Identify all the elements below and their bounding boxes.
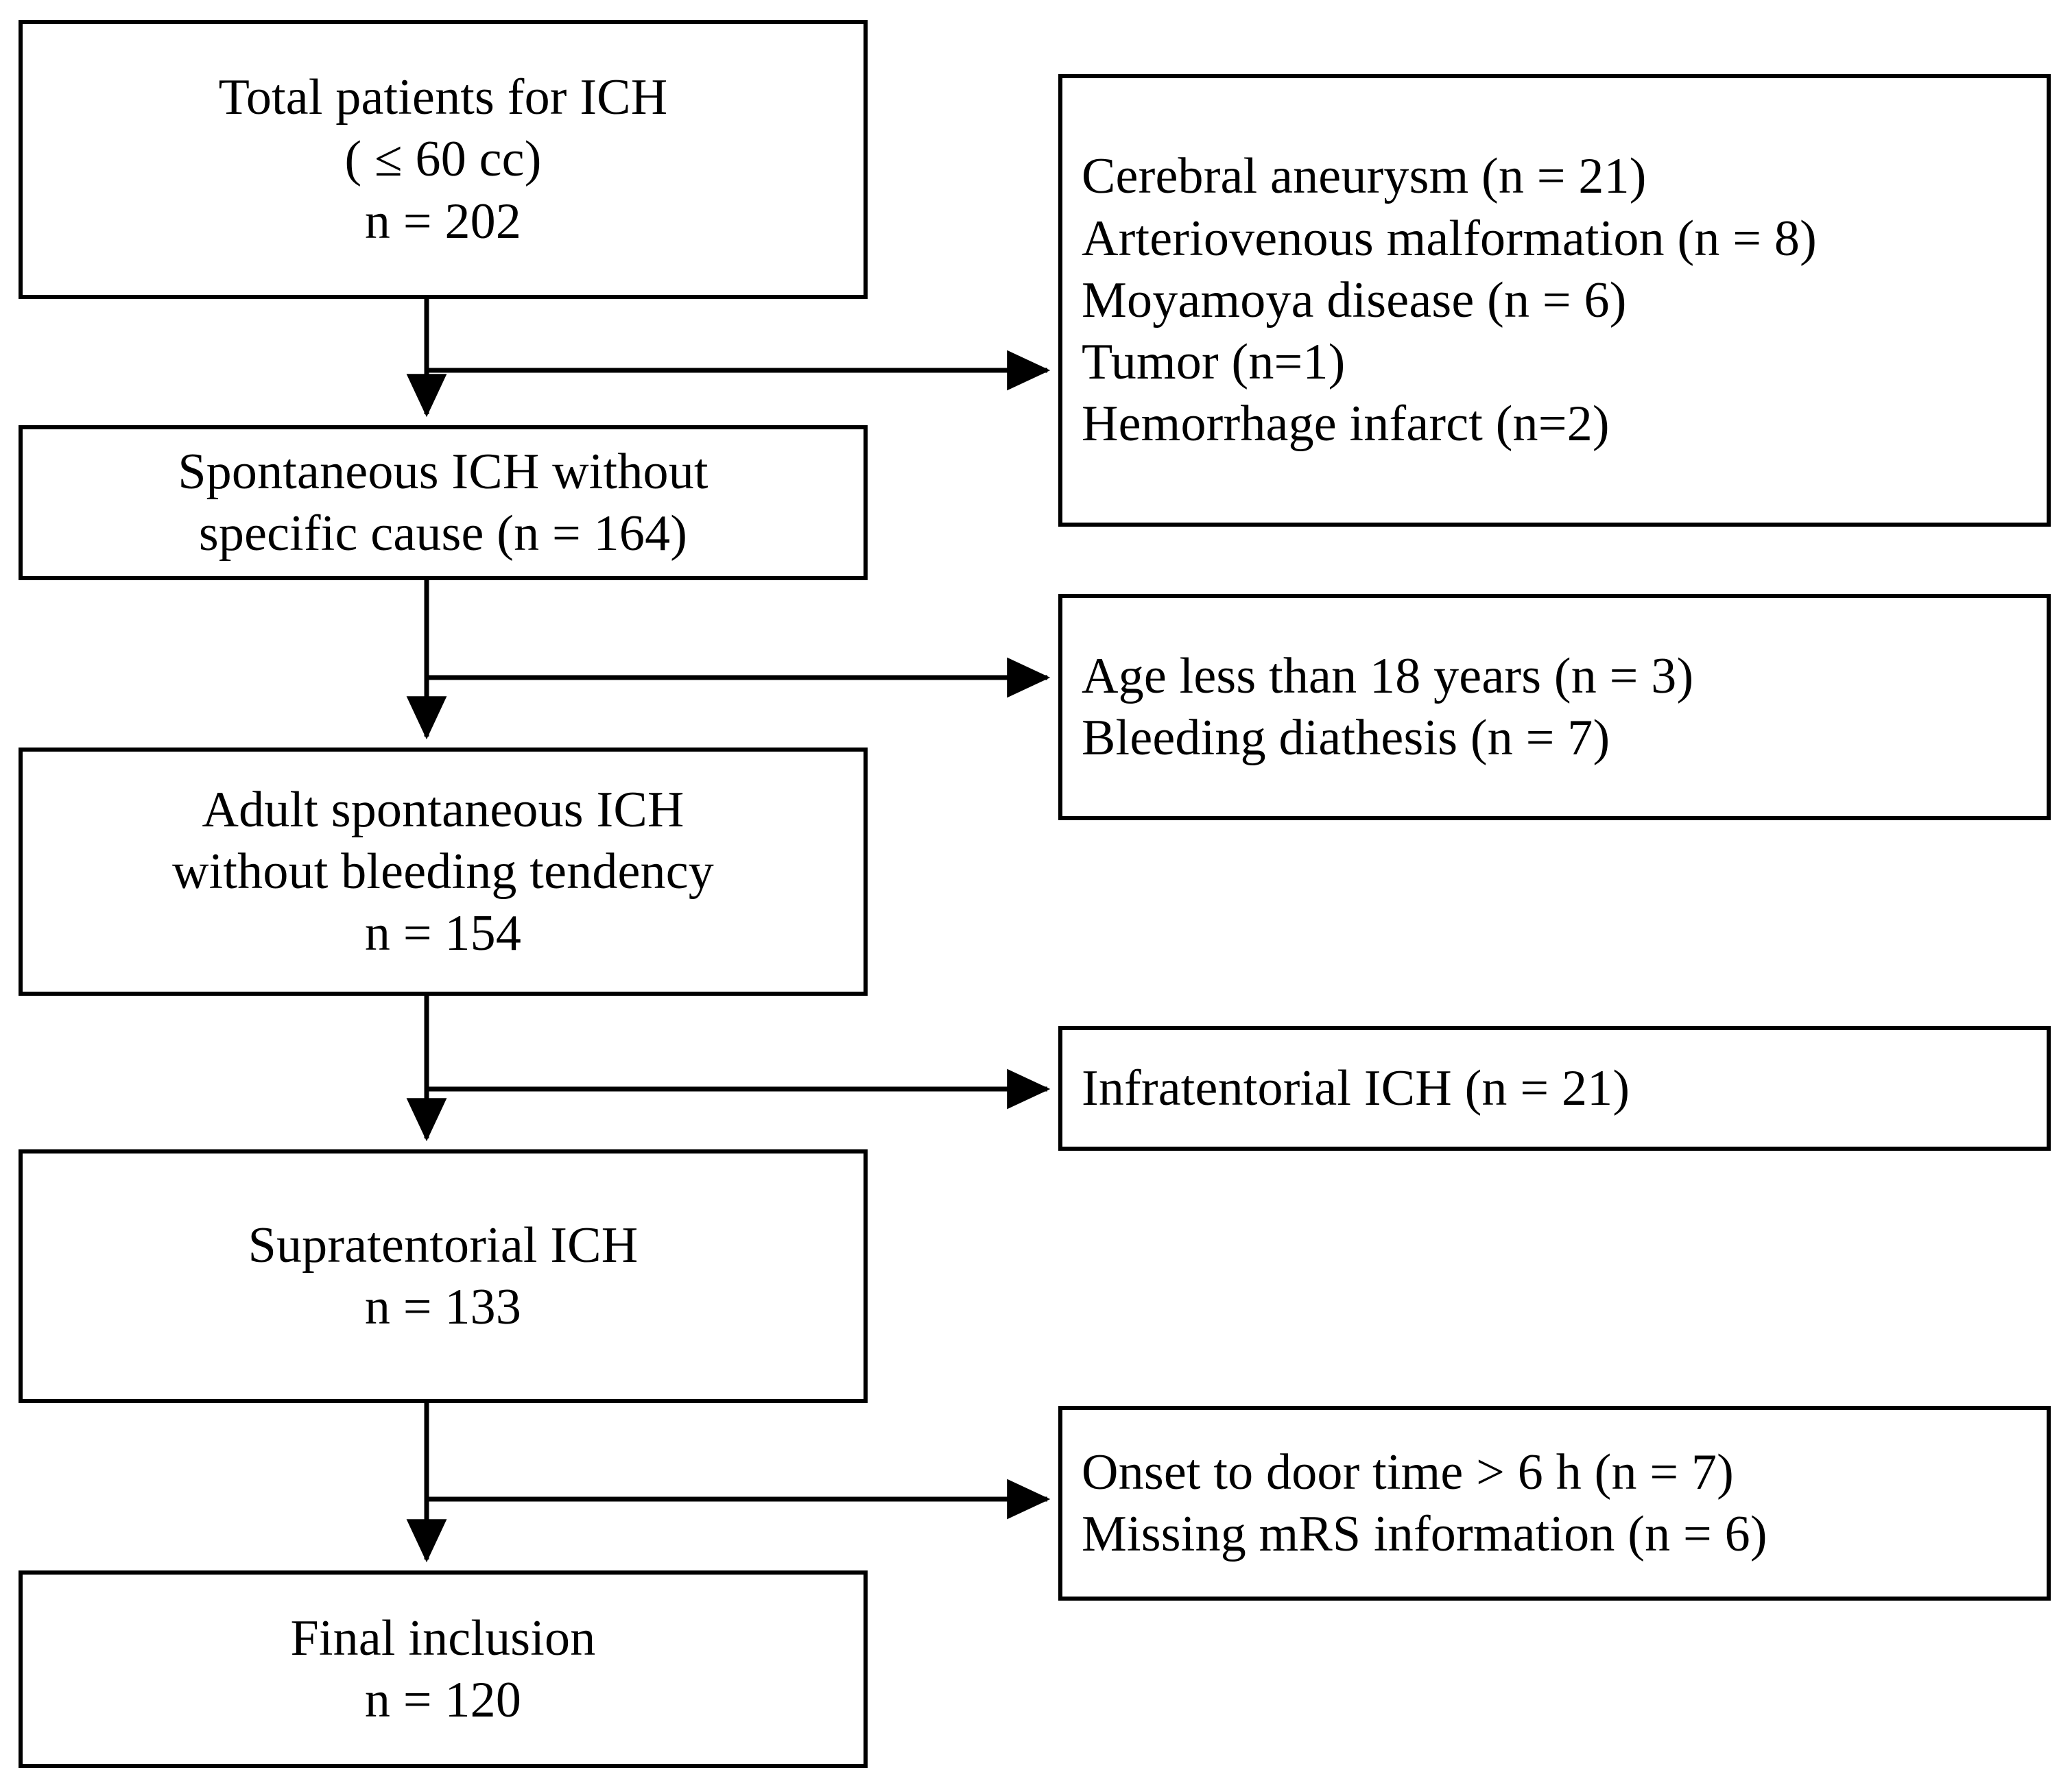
node-final-inclusion-line-2: n = 120 <box>364 1672 522 1728</box>
node-adult-spontaneous-ich-line-2: without bleeding tendency <box>171 843 715 900</box>
exclusion-hemorrhage-infarct: Hemorrhage infarct (n=2) <box>1082 396 1610 453</box>
node-final-inclusion-line-1: Final inclusion <box>290 1610 596 1666</box>
exclusion-age-less-than-18: Age less than 18 years (n = 3) <box>1082 647 1694 704</box>
exclusion-tumor: Tumor (n=1) <box>1082 334 1346 391</box>
node-exclusions-time-mrs: Onset to door time > 6 h (n = 7) Missing… <box>1058 1406 2051 1601</box>
node-spontaneous-ich: Spontaneous ICH without specific cause (… <box>19 425 868 580</box>
node-exclusions-infratentorial: Infratentorial ICH (n = 21) <box>1058 1026 2051 1151</box>
node-adult-spontaneous-ich-line-1: Adult spontaneous ICH <box>202 781 684 838</box>
node-exclusions-secondary-causes: Cerebral aneurysm (n = 21) Arteriovenous… <box>1058 74 2051 527</box>
node-adult-spontaneous-ich: Adult spontaneous ICH without bleeding t… <box>19 748 868 996</box>
node-adult-spontaneous-ich-line-3: n = 154 <box>364 905 522 962</box>
node-supratentorial-ich-line-2: n = 133 <box>364 1279 522 1335</box>
node-supratentorial-ich: Supratentorial ICH n = 133 <box>19 1149 868 1403</box>
node-spontaneous-ich-line-1: Spontaneous ICH without <box>178 443 708 500</box>
node-final-inclusion: Final inclusion n = 120 <box>19 1570 868 1768</box>
node-spontaneous-ich-line-2: specific cause (n = 164) <box>198 505 688 562</box>
exclusion-moyamoya-disease: Moyamoya disease (n = 6) <box>1082 272 1627 328</box>
node-exclusions-age-bleeding: Age less than 18 years (n = 3) Bleeding … <box>1058 594 2051 820</box>
exclusion-missing-mrs-information: Missing mRS information (n = 6) <box>1082 1506 1767 1562</box>
exclusion-arteriovenous-malformation: Arteriovenous malformation (n = 8) <box>1082 210 1817 267</box>
node-total-patients-line-2: ( ≤ 60 cc) <box>344 131 542 188</box>
node-total-patients-line-1: Total patients for ICH <box>218 69 668 126</box>
exclusion-onset-to-door-time: Onset to door time > 6 h (n = 7) <box>1082 1444 1735 1501</box>
exclusion-cerebral-aneurysm: Cerebral aneurysm (n = 21) <box>1082 148 1647 205</box>
node-supratentorial-ich-line-1: Supratentorial ICH <box>248 1217 639 1274</box>
node-total-patients-line-3: n = 202 <box>364 193 522 250</box>
exclusion-infratentorial-ich: Infratentorial ICH (n = 21) <box>1082 1060 1630 1116</box>
node-total-patients: Total patients for ICH ( ≤ 60 cc) n = 20… <box>19 20 868 299</box>
exclusion-bleeding-diathesis: Bleeding diathesis (n = 7) <box>1082 710 1610 766</box>
